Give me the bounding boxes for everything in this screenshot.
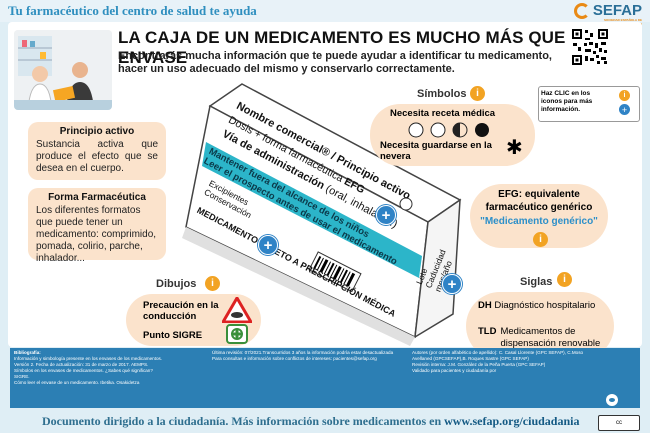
siglas-title: Siglas [520,276,553,288]
footer-info: Bibliografía: Información y simbología p… [10,348,640,408]
sefap-logo-icon [573,2,590,19]
box-info-plus-right[interactable]: + [442,274,462,294]
biblio-line: Símbolos en los envases de medicamentos.… [14,368,153,373]
simbolos-title: Símbolos [417,88,467,100]
dh-row: DH Diagnóstico hospitalario [478,300,595,311]
nevera-label: Necesita guardarse en la nevera [380,140,492,162]
box-info-plus-top[interactable]: + [376,205,396,225]
bottom-text: Documento dirigido a la ciudadanía. Más … [42,414,579,429]
dibujos-info-icon[interactable]: i [205,276,220,291]
medicine-box [170,82,470,347]
eye-icon[interactable] [606,394,618,406]
receta-label: Necesita receta médica [390,108,496,119]
tld-row: TLD Medicamentos de dispensación renovab… [478,326,606,350]
forma-farmaceutica-title: Forma Farmacéutica [48,192,146,203]
sefap-logo[interactable]: SEFAP SOCIEDAD ESPAÑOLA DE FARMACÉUTICOS… [573,2,642,30]
bottom-url-link[interactable]: www.sefap.org/ciudadania [444,414,580,428]
efg-line2: farmacéutico genérico [485,202,593,213]
top-bar [0,0,650,22]
box-info-plus-left[interactable]: + [258,235,278,255]
siglas-info-icon[interactable]: i [557,272,572,287]
footer-autores: Autores (por orden alfabético de apellid… [412,350,607,374]
principio-activo-panel: Principio activo Sustancia activa que pr… [28,122,166,180]
qr-code[interactable] [571,28,609,66]
autores-line: Autores (por orden alfabético de apellid… [412,350,584,355]
footer-biblio: Bibliografía: Información y simbología p… [14,350,204,386]
cc-license-badge: cc [598,415,640,431]
clic-hint-plus-icon[interactable]: + [619,104,630,115]
logo-text: SEFAP [592,2,642,19]
receta-circles-icon[interactable] [408,122,498,143]
main-headline: LA CAJA DE UN MEDICAMENTO ES MUCHO MÁS Q… [118,28,596,67]
footer-revision: Última revisión: 07/2021.Transcurridos 3… [212,350,407,362]
page-title: Tu farmacéutico del centro de salud te a… [8,3,257,18]
efg-line1: EFG: equivalente [498,189,580,200]
autores-line: Avellaned (GPCSEFAP),B. Roques Sastre (G… [412,356,529,361]
sigre-icon[interactable] [226,324,248,349]
dh-text: Diagnóstico hospitalario [494,300,596,311]
revision-line: Para consultas e información sobre confl… [212,356,377,361]
dh-abbr: DH [478,300,492,311]
forma-farmaceutica-panel: Forma Farmacéutica Los diferentes format… [28,188,166,264]
simbolos-panel [370,104,535,166]
biblio-line: Bibliografía: [14,350,41,355]
bottom-text-label: Documento dirigido a la ciudadanía. Más … [42,414,442,428]
main-subline: Encontrarás mucha información que te pue… [118,50,552,75]
biblio-line: Información y simbología presente en los… [14,356,163,361]
forma-farmaceutica-text: Los diferentes formatos que puede tener … [36,205,157,264]
warning-triangle-icon[interactable] [220,295,254,328]
efg-info-icon[interactable]: i [533,232,548,247]
sigre-label: Punto SIGRE [143,330,203,341]
clic-hint-text: Haz CLIC en los iconos para más informac… [541,90,593,113]
tld-text: Medicamentos de dispensación renovable [500,326,601,349]
principio-activo-text: Sustancia activa que produce el efecto q… [36,139,158,174]
biblio-line: Versión 2. Fecha de actualización: 31 de… [14,362,149,367]
precaucion-label: Precaución en la conducción [143,300,219,322]
autores-line: Revisión interna: J.M. González de la Pe… [412,362,546,367]
tld-abbr: TLD [478,326,497,337]
clic-hint-info-icon[interactable]: i [619,90,630,101]
efg-line3: "Medicamento genérico" [480,216,598,227]
autores-line: Validado para pacientes y ciudadanía por [412,368,497,373]
revision-line: Última revisión: 07/2021.Transcurridos 3… [212,350,394,355]
snowflake-icon[interactable]: ✱ [506,137,523,159]
simbolos-info-icon[interactable]: i [470,86,485,101]
pharmacist-illustration [14,30,112,110]
biblio-line: Cómo leer el envase de un medicamento. I… [14,380,140,385]
dibujos-title: Dibujos [156,278,197,290]
biblio-line: SIGRE. [14,374,30,379]
principio-activo-title: Principio activo [59,126,135,137]
